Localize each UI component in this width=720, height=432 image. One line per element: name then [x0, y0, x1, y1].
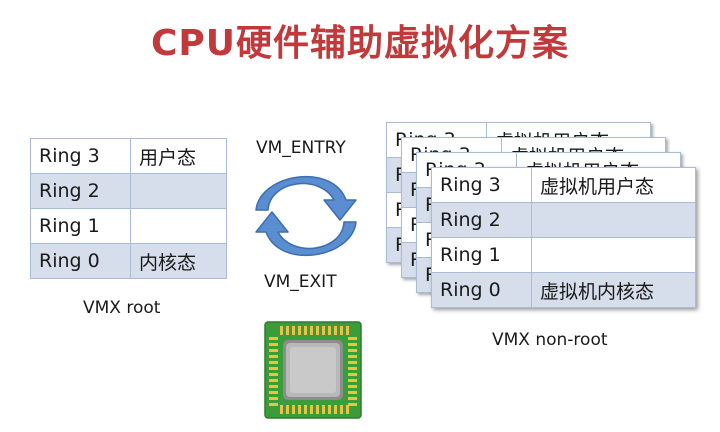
chip-pin	[340, 326, 343, 335]
ring-row: Ring 2	[30, 173, 227, 209]
cpu-chip-icon	[264, 321, 362, 419]
chip-pin	[328, 326, 331, 335]
cycle-arrows-icon	[255, 176, 357, 256]
chip-pin	[322, 326, 325, 335]
chip-pin	[298, 326, 301, 335]
vm-exit-label: VM_EXIT	[264, 272, 337, 292]
privilege-mode: 内核态	[130, 243, 227, 279]
ring-level: Ring 0	[431, 272, 532, 308]
ring-level: Ring 2	[431, 202, 532, 238]
chip-pin	[346, 405, 349, 414]
chip-pin	[280, 326, 283, 335]
ring-level: Ring 2	[30, 173, 131, 209]
chip-pin	[280, 405, 283, 414]
privilege-mode	[531, 202, 696, 238]
chip-pin	[304, 405, 307, 414]
chip-pin	[292, 326, 295, 335]
chip-pin	[269, 367, 278, 370]
privilege-mode	[531, 237, 696, 273]
chip-pin	[292, 405, 295, 414]
page-title: CPU硬件辅助虚拟化方案	[150, 23, 570, 64]
chip-pin	[348, 361, 357, 364]
chip-pin	[269, 391, 278, 394]
ring-level: Ring 1	[30, 208, 131, 244]
chip-pin	[348, 391, 357, 394]
privilege-mode: 虚拟机用户态	[531, 167, 696, 203]
chip-pin	[346, 326, 349, 335]
chip-pin	[348, 355, 357, 358]
ring-row: Ring 3 用户态	[30, 138, 227, 174]
chip-pin	[269, 355, 278, 358]
chip-pin	[310, 326, 313, 335]
chip-pin	[328, 405, 331, 414]
ring-row: Ring 0 内核态	[30, 243, 227, 279]
chip-pin	[269, 349, 278, 352]
chip-pin	[269, 361, 278, 364]
chip-pin	[310, 405, 313, 414]
ring-row: Ring 1	[30, 208, 227, 244]
ring-level: Ring 3	[431, 167, 532, 203]
ring-row: Ring 2	[431, 202, 696, 238]
vmx-root-caption: VMX root	[83, 298, 161, 318]
chip-pin	[286, 326, 289, 335]
chip-pin	[348, 367, 357, 370]
ring-level: Ring 0	[30, 243, 131, 279]
chip-pin	[316, 405, 319, 414]
chip-pin	[340, 405, 343, 414]
ring-row: Ring 0 虚拟机内核态	[431, 272, 696, 308]
ring-row: Ring 1	[431, 237, 696, 273]
chip-pin	[269, 379, 278, 382]
chip-pin	[269, 385, 278, 388]
chip-pin	[269, 373, 278, 376]
chip-pin	[348, 337, 357, 340]
ring-level: Ring 3	[30, 138, 131, 174]
privilege-mode: 虚拟机内核态	[531, 272, 696, 308]
chip-pin	[269, 403, 278, 406]
chip-pin	[316, 326, 319, 335]
chip-pin	[348, 379, 357, 382]
chip-pin	[348, 385, 357, 388]
vm-entry-arrow	[255, 176, 357, 221]
privilege-mode	[130, 208, 227, 244]
vmx-non-root-caption: VMX non-root	[492, 330, 608, 350]
chip-pin	[348, 403, 357, 406]
chip-pin	[286, 405, 289, 414]
vm-exit-arrow	[255, 211, 357, 256]
chip-pin	[269, 337, 278, 340]
vm-ring-table: Ring 3 虚拟机用户态 Ring 2 Ring 1 Ring 0 虚拟机内核…	[431, 167, 696, 308]
ring-level: Ring 1	[431, 237, 532, 273]
chip-pin	[269, 397, 278, 400]
privilege-mode	[130, 173, 227, 209]
chip-pin	[298, 405, 301, 414]
chip-pin	[269, 343, 278, 346]
chip-pin	[348, 397, 357, 400]
chip-pin	[348, 343, 357, 346]
vm-entry-label: VM_ENTRY	[256, 138, 346, 158]
chip-pin	[334, 326, 337, 335]
chip-pin	[348, 349, 357, 352]
chip-pin	[334, 405, 337, 414]
privilege-mode: 用户态	[130, 138, 227, 174]
chip-pin	[322, 405, 325, 414]
vmx-root-ring-table: Ring 3 用户态 Ring 2 Ring 1 Ring 0 内核态	[30, 138, 227, 279]
chip-pin	[304, 326, 307, 335]
chip-pin	[348, 373, 357, 376]
ring-row: Ring 3 虚拟机用户态	[431, 167, 696, 203]
